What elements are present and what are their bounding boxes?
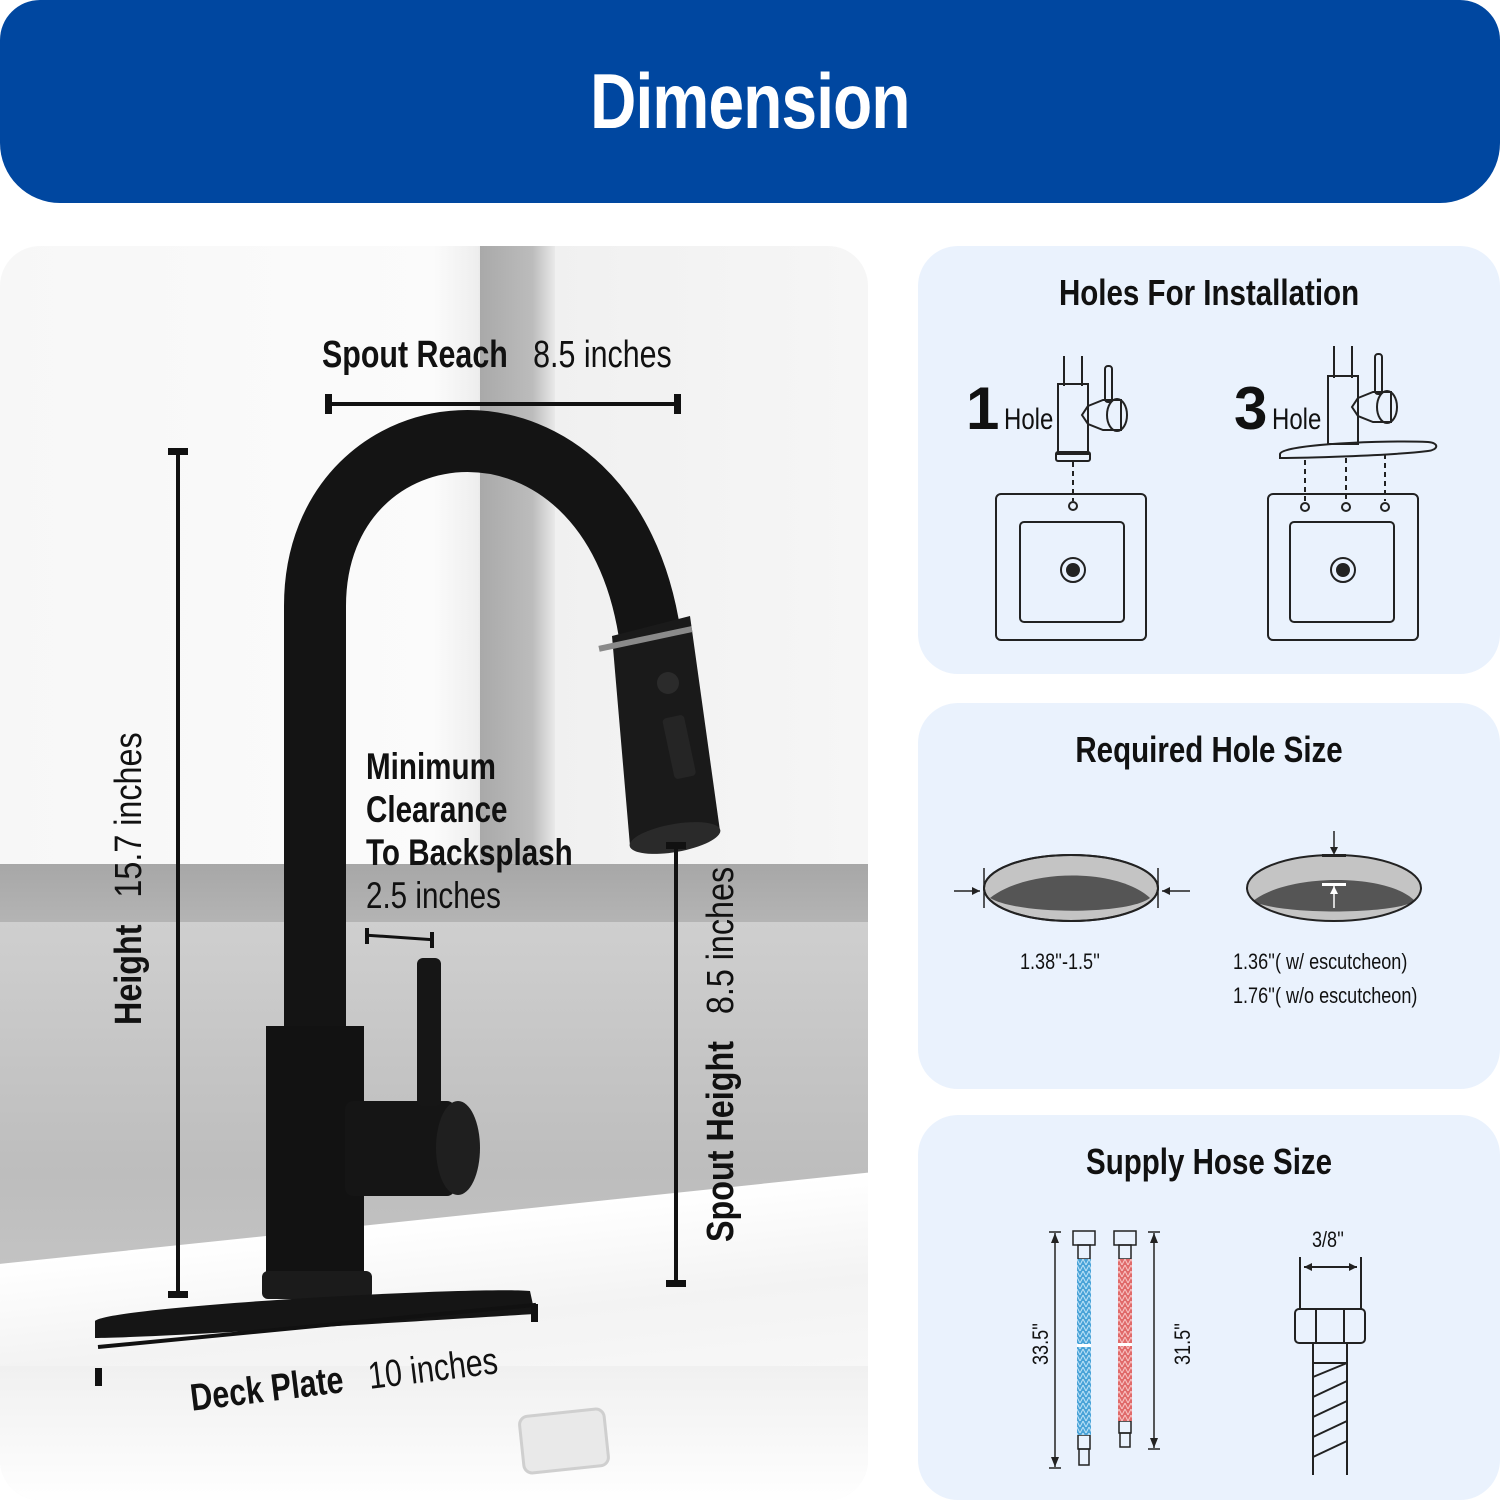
clearance-line1: Minimum — [366, 746, 496, 787]
hole-diagram-icon — [954, 831, 1422, 922]
one-hole-text: Hole — [1003, 403, 1054, 436]
backsplash-ledge — [0, 864, 868, 922]
spout-height-label: Spout Height 8.5 inches — [700, 801, 743, 1242]
spout-height-cap-bottom — [666, 1280, 686, 1287]
faucet-photo-panel — [0, 246, 868, 1500]
height-line — [176, 452, 180, 1298]
sink-front — [0, 1366, 868, 1500]
height-label: Height 15.7 inches — [108, 681, 151, 1025]
title-banner: Dimension — [0, 0, 1500, 203]
hose-card: Supply Hose Size — [918, 1115, 1500, 1500]
clearance-value: 2.5 inches — [366, 875, 501, 916]
clearance-cap-right — [430, 932, 434, 948]
hole-size-without-escutcheon: 1.76''( w/o escutcheon) — [1233, 983, 1418, 1008]
height-value: 15.7 inches — [108, 732, 150, 898]
spout-height-title: Spout Height — [700, 1041, 742, 1242]
spout-reach-label: Spout Reach 8.5 inches — [322, 334, 759, 377]
spout-reach-cap-right — [674, 394, 681, 414]
spout-reach-cap-left — [325, 394, 332, 414]
height-title: Height — [108, 924, 150, 1025]
clearance-line2: Clearance — [366, 789, 508, 830]
hole-size-title: Required Hole Size — [1075, 729, 1343, 770]
deck-plate-cap-left — [95, 1368, 102, 1386]
holes-diagram-icon — [995, 346, 1438, 641]
spout-reach-value: 8.5 inches — [533, 334, 672, 376]
spout-height-cap-top — [666, 842, 686, 849]
one-hole-number: 1 — [966, 375, 1000, 442]
clearance-line3: To Backsplash — [366, 832, 573, 873]
deck-plate-cap-right — [531, 1304, 538, 1322]
three-hole-label: 3 Hole — [1234, 374, 1334, 443]
spout-reach-line — [328, 402, 680, 406]
clearance-cap-left — [365, 928, 369, 944]
hose-title: Supply Hose Size — [1085, 1141, 1333, 1182]
page-title: Dimension — [590, 57, 910, 145]
hole-size-with-escutcheon: 1.36''( w/ escutcheon) — [1233, 949, 1408, 974]
hole-size-card: Required Hole Size 1.38''-1.5'' 1.36''( … — [918, 703, 1500, 1089]
hose-diagram-icon — [1049, 1230, 1366, 1475]
window-frame — [480, 246, 555, 886]
spout-reach-title: Spout Reach — [322, 334, 508, 376]
connector-size: 3/8'' — [1312, 1227, 1344, 1252]
spout-height-value: 8.5 inches — [700, 866, 742, 1015]
hole-size-left-caption: 1.38''-1.5'' — [1020, 949, 1100, 974]
clearance-label: Minimum Clearance To Backsplash 2.5 inch… — [366, 745, 624, 917]
spout-height-line — [674, 845, 678, 1285]
cold-hose-length: 33.5'' — [1028, 1323, 1053, 1365]
hot-hose-length: 31.5'' — [1170, 1323, 1195, 1365]
height-cap-bottom — [168, 1291, 188, 1298]
three-hole-text: Hole — [1271, 403, 1322, 436]
faucet-icon — [95, 410, 721, 1338]
holes-title: Holes For Installation — [1058, 272, 1360, 313]
holes-card: Holes For Installation 1 Hole 3 Hole — [918, 246, 1500, 674]
three-hole-number: 3 — [1234, 375, 1268, 442]
height-cap-top — [168, 448, 188, 455]
one-hole-label: 1 Hole — [966, 374, 1066, 443]
